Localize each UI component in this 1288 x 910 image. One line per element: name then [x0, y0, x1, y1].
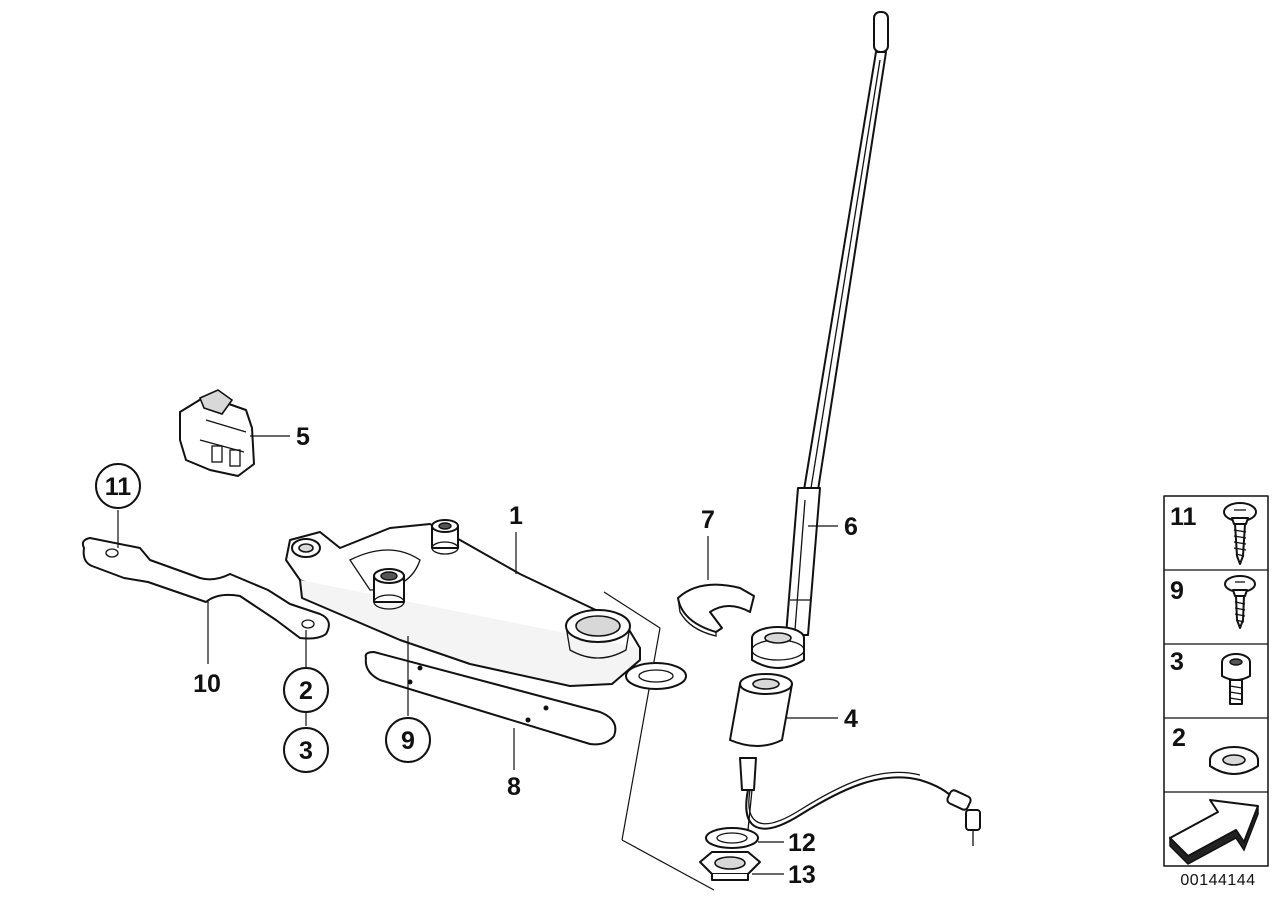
- callout-2: 2: [299, 677, 313, 705]
- direction-arrow-icon: [1169, 799, 1259, 865]
- nut-13: [699, 851, 761, 881]
- antenna-mast: [785, 11, 889, 636]
- callout-7: 7: [701, 506, 715, 534]
- legend-number-3: 3: [1170, 648, 1184, 676]
- callout-4: 4: [844, 705, 858, 733]
- main-bracket: [285, 519, 641, 687]
- antenna-grommet: [751, 626, 805, 669]
- connector-plug: [179, 389, 255, 477]
- callout-9: 9: [401, 727, 415, 755]
- antenna-cable: [745, 771, 981, 846]
- callout-circle-9: [385, 717, 431, 763]
- foam-pad: [364, 651, 617, 746]
- antenna-base: [729, 673, 793, 831]
- bracket-washer: [625, 662, 687, 690]
- callout-1: 1: [509, 502, 523, 530]
- washer-12: [705, 827, 759, 849]
- diagram-id: 00144144: [1180, 872, 1255, 889]
- callout-13: 13: [788, 861, 816, 889]
- ground-strap: [81, 537, 330, 640]
- callout-8: 8: [507, 773, 521, 801]
- legend-number-2: 2: [1172, 724, 1186, 752]
- legend-number-11: 11: [1170, 503, 1197, 531]
- callout-5: 5: [296, 423, 310, 451]
- callout-10: 10: [193, 670, 221, 698]
- callout-11: 11: [105, 473, 132, 501]
- callout-circle-11: [95, 463, 141, 509]
- fastener-legend: 11 9 3 2: [1163, 495, 1269, 867]
- screw-short-icon: [1224, 575, 1256, 629]
- legend-number-9: 9: [1170, 577, 1184, 605]
- leader-lines: [117, 435, 838, 875]
- callout-3: 3: [299, 737, 313, 765]
- callout-circle-2: [283, 667, 329, 713]
- screw-long-icon: [1223, 502, 1257, 565]
- callout-6: 6: [844, 513, 858, 541]
- callout-circle-3: [283, 727, 329, 773]
- washer-icon: [1209, 746, 1259, 775]
- torx-bolt-icon: [1221, 653, 1251, 705]
- c-clip: [677, 583, 755, 637]
- callout-12: 12: [788, 829, 816, 857]
